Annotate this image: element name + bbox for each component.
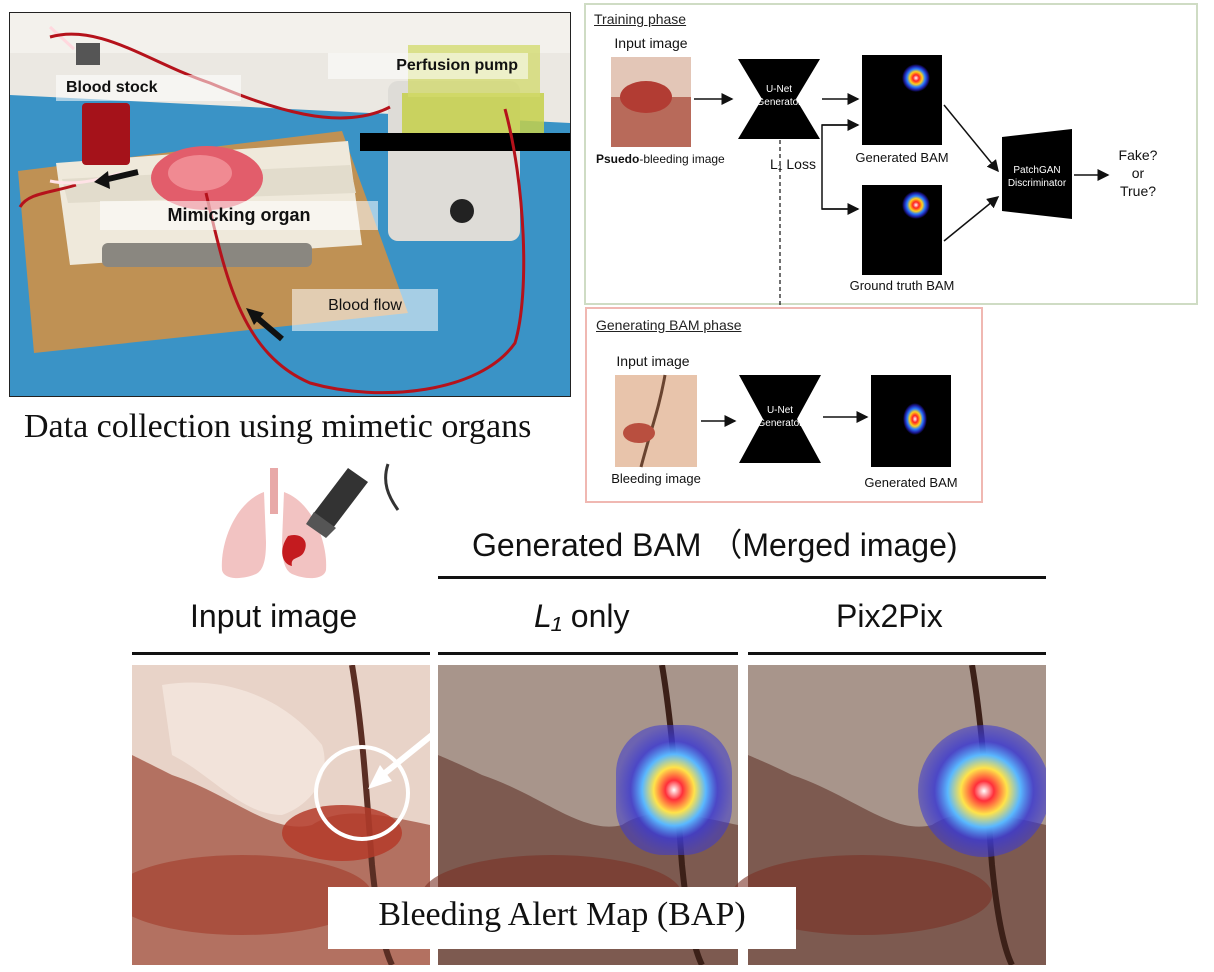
experiment-photo-drawing xyxy=(10,13,570,396)
generating-generator-line2: Generator xyxy=(757,418,803,429)
generated-bam-header: Generated BAM （Merged image) xyxy=(472,527,958,563)
training-input-label: Input image xyxy=(614,35,688,51)
result-images xyxy=(132,665,1046,965)
training-generated-bam-label: Generated BAM xyxy=(855,150,949,165)
generating-phase-title: Generating BAM phase xyxy=(596,317,742,333)
generating-diagram-graphics xyxy=(615,374,951,468)
discriminator-line2: Discriminator xyxy=(1007,178,1067,189)
generating-unet-generator xyxy=(739,375,821,463)
l1-italic-text: L₁ xyxy=(534,598,562,634)
training-generator-line1: U-Net xyxy=(765,84,793,95)
fake-label: Fake? xyxy=(1118,147,1158,163)
l1-column-rule xyxy=(438,652,738,655)
pseudo-rest-text: -bleeding image xyxy=(639,152,725,166)
input-image-column-header: Input image xyxy=(190,598,358,634)
true-label: True? xyxy=(1119,183,1157,199)
generating-input-label: Input image xyxy=(616,353,690,369)
patchgan-discriminator xyxy=(1002,129,1072,219)
pseudo-bleeding-label: Psuedo-bleeding image xyxy=(596,152,725,166)
input-column-rule xyxy=(132,652,430,655)
l1-only-column-header: L₁ only xyxy=(534,598,629,635)
generated-header-rule xyxy=(438,576,1046,579)
generating-phase-box: Generating BAM phase Input image Bleedin… xyxy=(585,307,983,503)
generating-generated-bam-label: Generated BAM xyxy=(864,475,958,490)
training-generated-bam xyxy=(862,55,942,145)
discriminator-line1: PatchGAN xyxy=(1013,165,1061,176)
or-label: or xyxy=(1131,165,1145,181)
training-generator-line2: Generator xyxy=(756,97,802,108)
l1-loss-label: L₁ Loss xyxy=(770,156,816,172)
ground-truth-bam-label: Ground truth BAM xyxy=(849,278,955,293)
l1-only-rest-text: only xyxy=(561,598,630,634)
lung-endoscope-icon xyxy=(221,463,400,579)
pix2pix-column-header: Pix2Pix xyxy=(836,598,943,634)
blood-flow-label: Blood flow xyxy=(292,289,438,331)
blood-stock-label: Blood stock xyxy=(56,75,241,101)
data-collection-caption: Data collection using mimetic organs xyxy=(24,408,532,445)
bap-label: Bleeding Alert Map (BAP) xyxy=(378,896,746,933)
perfusion-pump-label: Perfusion pump xyxy=(328,53,528,79)
bap-label-background xyxy=(328,887,796,949)
training-diagram-graphics xyxy=(611,55,1110,275)
pix2pix-column-rule xyxy=(748,652,1046,655)
training-ground-truth-bam xyxy=(862,185,942,275)
training-phase-title: Training phase xyxy=(594,11,687,27)
bleeding-image-label: Bleeding image xyxy=(611,471,701,486)
pseudo-bold-text: Psuedo xyxy=(596,152,640,166)
mimicking-organ-label: Mimicking organ xyxy=(100,201,378,230)
training-unet-generator xyxy=(738,59,820,139)
experiment-photo: Blood stock Perfusion pump Mimicking org… xyxy=(9,12,571,397)
training-phase-box: Training phase xyxy=(584,3,1198,305)
generating-input-image xyxy=(615,375,697,467)
generating-generator-line1: U-Net xyxy=(766,405,794,416)
pix2pix-result-image xyxy=(732,665,1046,965)
